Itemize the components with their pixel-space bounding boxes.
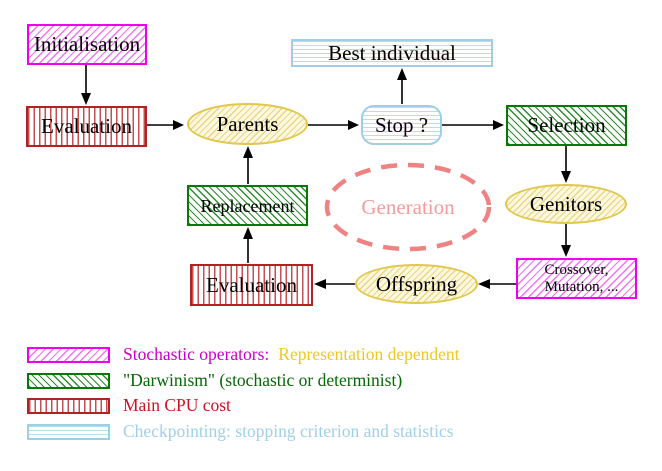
node-stop: Stop ? (361, 105, 442, 145)
legend-row-darwinism: "Darwinism" (stochastic or determinist) (27, 371, 402, 391)
node-evaluation-top-label: Evaluation (41, 114, 132, 138)
legend-swatch-cyan-horizontal-lines (27, 424, 110, 440)
legend-label-representation-dependent: Representation dependent (278, 344, 460, 365)
node-offspring-label: Offspring (375, 271, 458, 296)
node-initialisation: Initialisation (27, 24, 147, 65)
arrow-genitors-to-crossover (561, 224, 571, 257)
node-evaluation-bottom: Evaluation (190, 264, 313, 306)
node-evaluation-bottom-label: Evaluation (206, 272, 297, 297)
node-selection-label: Selection (527, 113, 606, 137)
arrow-replacement-to-parents (243, 146, 253, 184)
arrow-evaluation-to-parents (147, 120, 184, 130)
node-evaluation-top: Evaluation (26, 106, 147, 147)
node-stop-label: Stop ? (374, 112, 429, 137)
arrow-offspring-to-evaluation (314, 279, 355, 289)
generation-loop-dashed-ellipse (324, 162, 492, 252)
legend-row-stochastic-operators: Stochastic operators: Representation depe… (27, 345, 460, 365)
legend-label-darwinism: "Darwinism" (stochastic or determinist) (123, 370, 403, 391)
legend-label-main-cpu-cost: Main CPU cost (123, 395, 231, 416)
node-offspring: Offspring (355, 264, 478, 304)
arrow-selection-to-genitors (561, 146, 571, 183)
node-genitors-label: Genitors (529, 191, 603, 216)
node-generation: Generation (325, 164, 491, 250)
legend-label-stochastic-operators: Stochastic operators: (123, 344, 270, 365)
arrow-crossover-to-offspring (478, 279, 516, 289)
node-selection: Selection (506, 105, 627, 146)
legend-row-checkpointing: Checkpointing: stopping criterion and st… (27, 422, 454, 442)
legend-swatch-magenta-diagonal-hatch (27, 347, 110, 363)
arrow-stop-to-selection (442, 120, 504, 130)
node-parents-label: Parents (216, 111, 279, 136)
node-initialisation-label: Initialisation (33, 32, 141, 56)
legend-label-checkpointing: Checkpointing: stopping criterion and st… (123, 421, 454, 442)
node-best-individual: Best individual (291, 39, 493, 67)
node-genitors: Genitors (505, 184, 627, 224)
arrow-stop-to-best-individual (397, 68, 407, 104)
node-replacement-label: Replacement (200, 195, 295, 216)
node-crossover-mutation: Crossover, Mutation, ... (516, 258, 637, 299)
legend-swatch-red-vertical-lines (27, 398, 110, 414)
node-best-individual-label: Best individual (328, 40, 456, 65)
node-crossover-label-line2: Mutation, ... (544, 278, 619, 295)
node-replacement: Replacement (187, 185, 308, 226)
node-crossover-label-line1: Crossover, (544, 261, 609, 278)
arrow-parents-to-stop (308, 120, 359, 130)
legend-swatch-green-diagonal-hatch (27, 373, 110, 389)
node-parents: Parents (187, 103, 308, 145)
node-generation-label: Generation (361, 194, 455, 219)
legend-row-main-cpu-cost: Main CPU cost (27, 396, 231, 416)
arrow-initialisation-to-evaluation (81, 65, 91, 105)
arrow-evaluation-to-replacement (243, 227, 253, 263)
